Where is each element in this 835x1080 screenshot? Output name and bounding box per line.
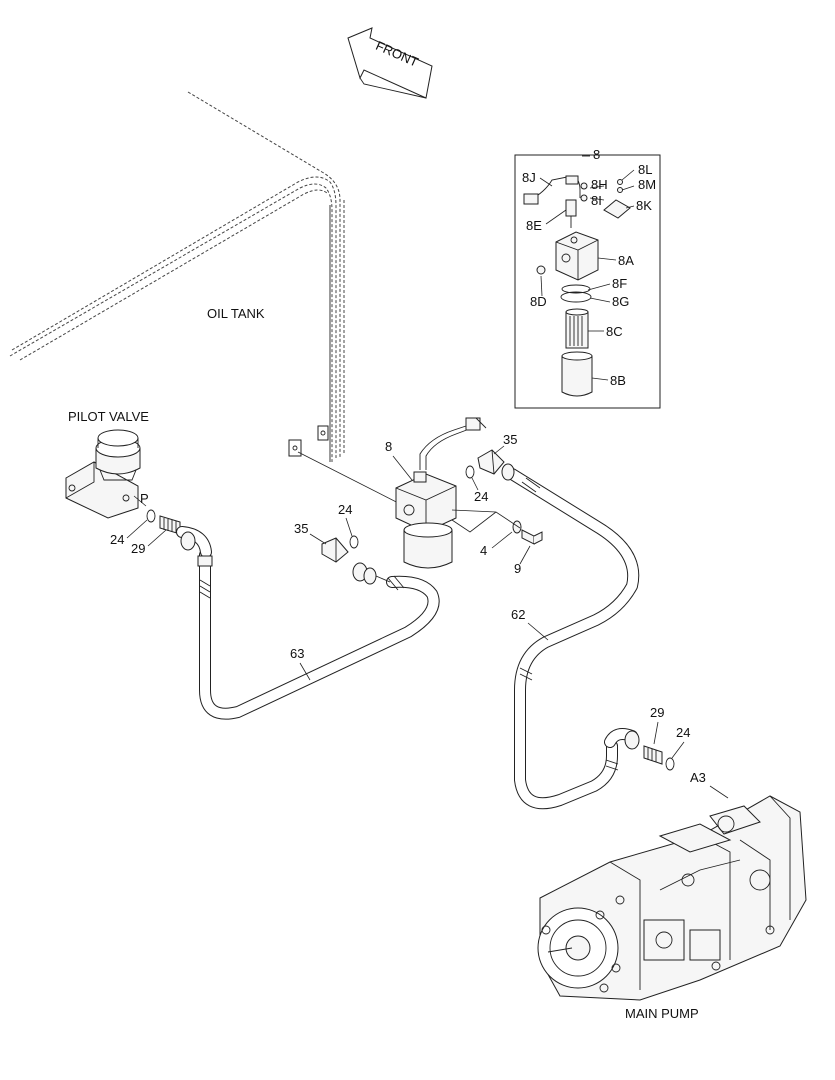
inset-label-8f: 8F (612, 276, 627, 291)
oring-24-right (465, 465, 475, 479)
inset-label-8b: 8B (610, 373, 626, 388)
filter-8-callout: 8 (385, 439, 392, 454)
pv-24-leader (126, 519, 148, 539)
pump-connector-29 (643, 745, 663, 765)
hose-62 (501, 463, 640, 810)
elbow-35-left-callout: 35 (294, 521, 308, 536)
main-pump-title: MAIN PUMP (625, 1006, 699, 1021)
inset-label-8h: 8H (591, 177, 608, 192)
washer-4-callout: 4 (480, 543, 487, 558)
inset-label-8c: 8C (606, 324, 623, 339)
inset-label-8i: 8I (591, 193, 602, 208)
oil-tank-outline (9, 91, 345, 462)
inset-label-8g: 8G (612, 294, 629, 309)
oring-24-mid-callout: 24 (338, 502, 352, 517)
pv-oring-24 (146, 509, 156, 523)
pump-24-callout: 24 (676, 725, 690, 740)
mount-leader (297, 451, 413, 511)
p-leader (133, 495, 147, 507)
inset-detail-8 (514, 154, 661, 409)
hose-62-leader (527, 622, 549, 641)
oring-24-right-leader (471, 477, 479, 491)
oring-24-mid (349, 535, 359, 549)
pilot-valve (65, 429, 141, 519)
inset-title: 8 (593, 147, 600, 162)
pump-29-leader (653, 721, 659, 745)
pilot-filter-8 (395, 417, 487, 569)
inset-label-8l: 8L (638, 162, 652, 177)
oring-24-mid-leader (345, 517, 353, 537)
pv-callout-24: 24 (110, 532, 124, 547)
hose-63-callout: 63 (290, 646, 304, 661)
inset-label-8j: 8J (522, 170, 536, 185)
pump-29-callout: 29 (650, 705, 664, 720)
elbow-35-right-callout: 35 (503, 432, 517, 447)
washer-4-leader (491, 531, 513, 549)
hose-62-callout: 62 (511, 607, 525, 622)
pump-24-leader (671, 741, 685, 759)
oring-24-right-callout: 24 (474, 489, 488, 504)
pump-oring-24 (665, 757, 675, 771)
hose-63 (176, 526, 440, 720)
pilot-valve-title: PILOT VALVE (68, 409, 149, 424)
front-arrow: FRONT (347, 27, 433, 99)
port-a3-callout: A3 (690, 770, 706, 785)
elbow-35-left-leader (309, 533, 327, 545)
inset-label-8m: 8M (638, 177, 656, 192)
inset-label-8e: 8E (526, 218, 542, 233)
oil-tank-title: OIL TANK (207, 306, 265, 321)
elbow-35-left (321, 537, 349, 563)
pv-callout-29: 29 (131, 541, 145, 556)
bolt-9 (521, 529, 543, 545)
port-a3-leader (709, 785, 729, 799)
filter-8-leader (392, 455, 413, 481)
hose-63-leader (299, 662, 311, 681)
inset-label-8k: 8K (636, 198, 652, 213)
elbow-35-right (477, 449, 505, 475)
inset-label-8d: 8D (530, 294, 547, 309)
mount-bracket-leader (451, 509, 521, 533)
bolt-9-leader (519, 545, 531, 565)
bolt-9-callout: 9 (514, 561, 521, 576)
elbow-35-right-leader (493, 445, 505, 455)
inset-label-8a: 8A (618, 253, 634, 268)
pv-29-leader (147, 529, 167, 547)
washer-4 (512, 520, 522, 534)
pilot-valve-port-p: P (140, 491, 149, 506)
tank-bracket-small (288, 425, 329, 457)
main-pump (537, 795, 807, 1001)
